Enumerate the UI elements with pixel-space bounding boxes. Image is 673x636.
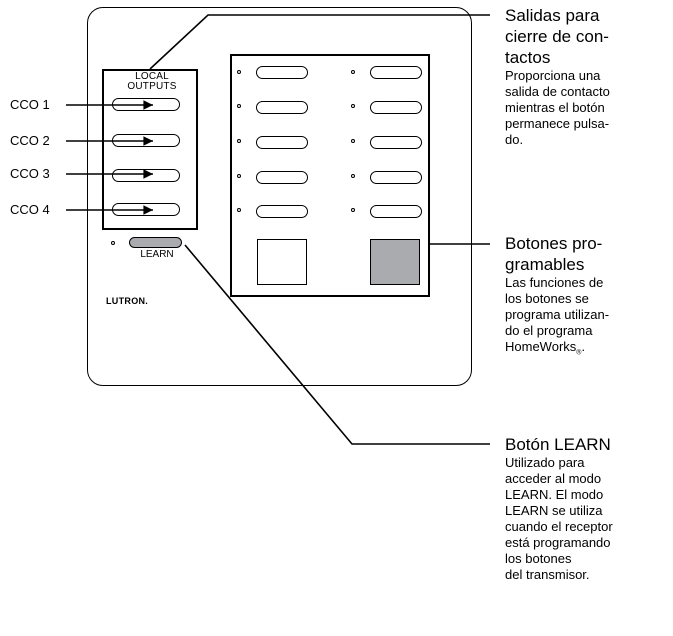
right-button-3[interactable] [370,136,422,149]
buttons-callout-title: Botones pro- gramables [505,234,603,274]
local-outputs-frame [102,69,198,230]
outputs-callout-description: Proporciona una salida de contacto mient… [505,68,610,147]
led-left-4 [237,174,241,178]
cco-1-label: CCO 1 [10,97,50,112]
cco-3-label: CCO 3 [10,166,50,181]
led-left-3 [237,139,241,143]
left-button-3[interactable] [256,136,308,149]
programmable-buttons-frame [230,54,430,297]
keypad-faceplate [87,7,472,386]
led-right-4 [351,174,355,178]
right-button-1[interactable] [370,66,422,79]
local-outputs-label: LOCAL OUTPUTS [127,71,177,92]
led-right-1 [351,70,355,74]
led-left-5 [237,208,241,212]
right-button-4[interactable] [370,171,422,184]
learn-callout-title: Botón LEARN [505,435,611,454]
outputs-callout-line [149,14,490,70]
left-button-2[interactable] [256,101,308,114]
left-square-button[interactable] [257,239,307,285]
buttons-callout-description: Las funciones de los botones se programa… [505,275,610,357]
learn-label: LEARN [140,249,174,260]
outputs-callout-title: Salidas para cierre de con- tactos [505,6,609,67]
learn-button[interactable] [129,237,182,248]
left-button-1[interactable] [256,66,308,79]
cco-2-label: CCO 2 [10,133,50,148]
learn-callout-description: Utilizado para acceder al modo LEARN. El… [505,455,613,582]
led-right-5 [351,208,355,212]
learn-led-indicator [111,241,115,245]
right-button-5[interactable] [370,205,422,218]
left-button-5[interactable] [256,205,308,218]
led-left-2 [237,104,241,108]
right-button-2[interactable] [370,101,422,114]
led-right-2 [351,104,355,108]
left-button-4[interactable] [256,171,308,184]
learn-callout-line [184,244,490,445]
lutron-logo: LUTRON. [106,296,149,306]
led-right-3 [351,139,355,143]
right-square-button[interactable] [370,239,420,285]
led-left-1 [237,70,241,74]
cco-4-label: CCO 4 [10,202,50,217]
